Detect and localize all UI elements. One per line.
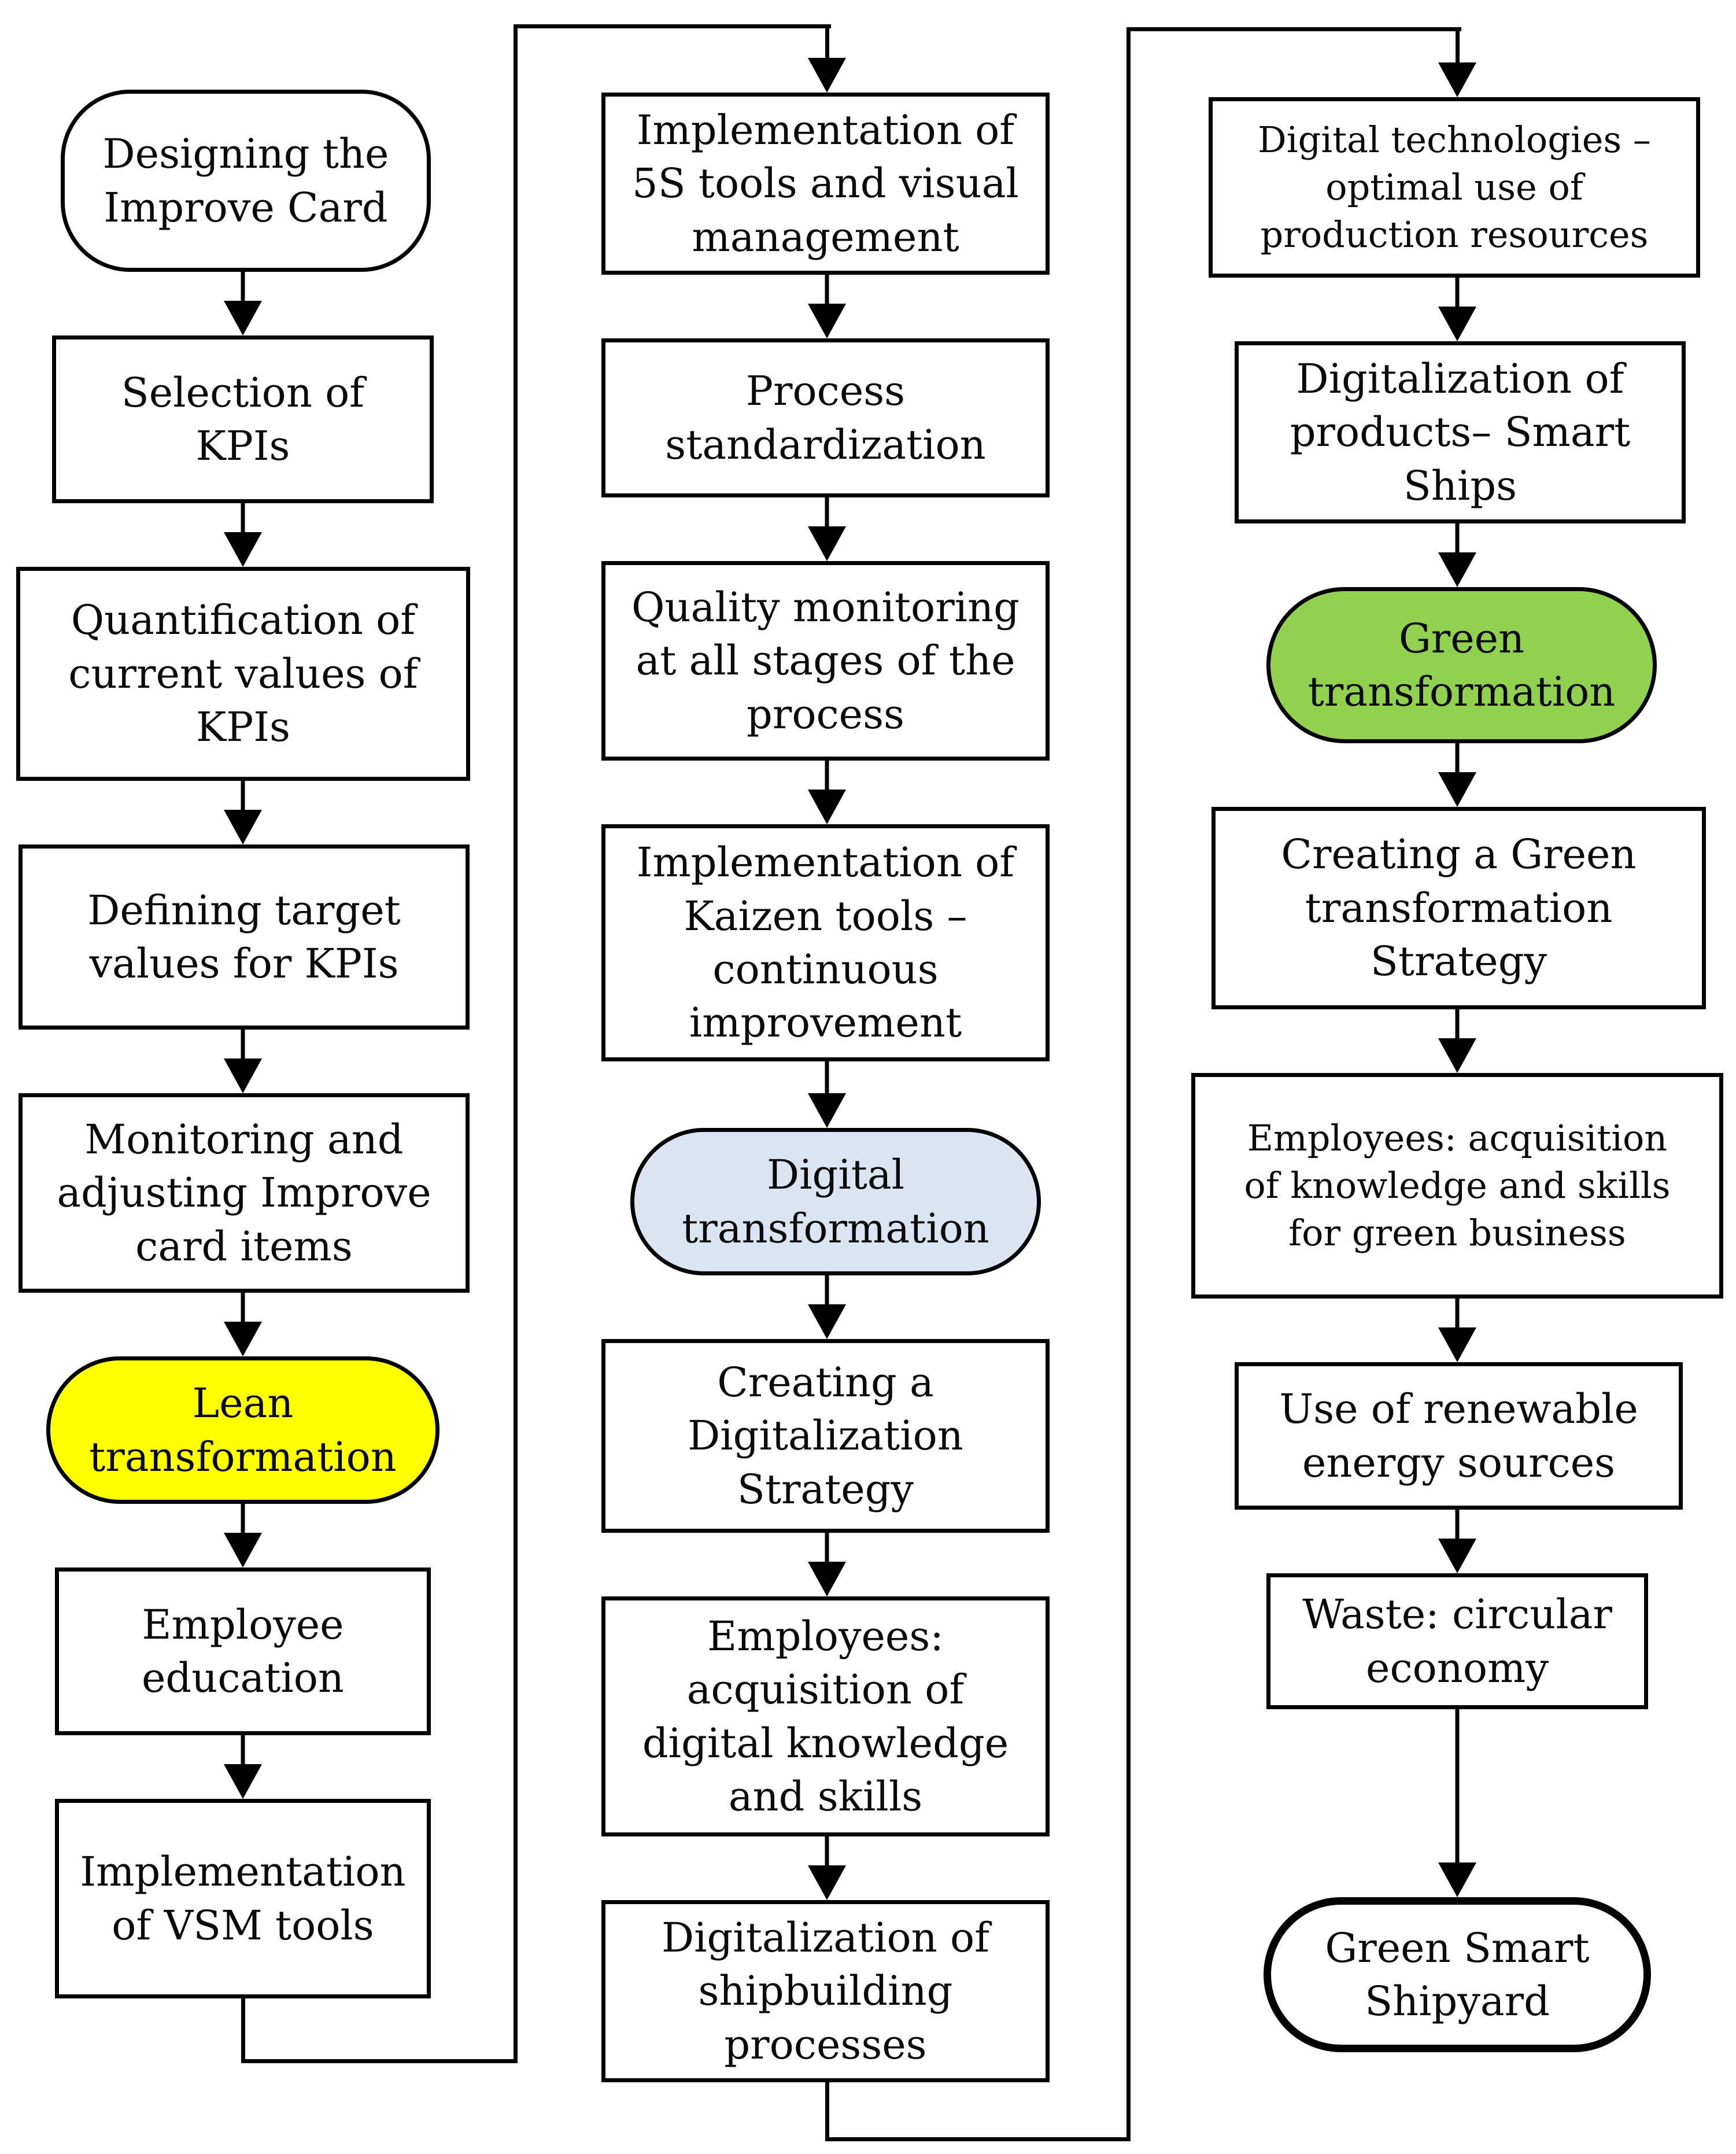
flow-arrow xyxy=(1438,523,1476,587)
node-digitalization-of-shipbuilding-processes: Digitalization of shipbuilding processes xyxy=(601,1900,1050,2082)
flow-arrow xyxy=(808,497,846,561)
flow-arrow xyxy=(224,781,262,844)
node-digital-transformation: Digital transformation xyxy=(630,1128,1041,1275)
flow-arrow xyxy=(1438,278,1476,341)
node-digitalization-of-products-smart-ships: Digitalization of products– Smart Ships xyxy=(1235,341,1686,523)
node-digital-technologies-optimal-use: Digital technologies – optimal use of pr… xyxy=(1209,97,1700,278)
flow-arrow xyxy=(808,761,846,824)
connector-line xyxy=(1126,27,1461,31)
connector-line xyxy=(514,24,831,28)
node-green-smart-shipyard: Green Smart Shipyard xyxy=(1264,1897,1651,2052)
flow-arrow xyxy=(808,1533,846,1596)
node-employees-digital-knowledge-skills: Employees: acquisition of digital knowle… xyxy=(601,1596,1050,1836)
node-employee-education: Employee education xyxy=(55,1567,431,1735)
connector-line xyxy=(825,24,829,64)
flow-arrow xyxy=(1438,1510,1476,1573)
connector-line xyxy=(514,24,518,2063)
node-implementation-of-5s-tools: Implementation of 5S tools and visual ma… xyxy=(601,93,1050,275)
flow-arrow xyxy=(224,1504,262,1567)
connector-line xyxy=(825,2082,829,2141)
flow-arrow xyxy=(1438,1009,1476,1073)
node-selection-of-kpis: Selection of KPIs xyxy=(52,335,434,503)
node-designing-improve-card: Designing the Improve Card xyxy=(61,90,431,272)
flow-arrow xyxy=(1438,1299,1476,1362)
node-quantification-of-current-values-of-kpis: Quantification of current values of KPIs xyxy=(16,567,470,781)
node-creating-digitalization-strategy: Creating a Digitalization Strategy xyxy=(601,1339,1050,1533)
flow-arrow xyxy=(1438,743,1476,807)
connector-line xyxy=(1126,27,1131,2141)
arrowhead-icon xyxy=(808,58,846,93)
flow-arrow xyxy=(224,1293,262,1356)
flow-arrow xyxy=(224,1030,262,1093)
flow-arrow xyxy=(224,1735,262,1799)
flow-arrow xyxy=(224,503,262,567)
connector-line xyxy=(241,1998,245,2063)
connector-line xyxy=(825,2137,1131,2141)
arrowhead-icon xyxy=(1438,62,1476,97)
node-monitoring-adjusting-improve-card-items: Monitoring and adjusting Improve card it… xyxy=(19,1093,470,1293)
node-creating-green-transformation-strategy: Creating a Green transformation Strategy xyxy=(1211,807,1706,1009)
flow-arrow xyxy=(224,272,262,335)
flow-arrow xyxy=(808,1836,846,1900)
node-implementation-of-kaizen-tools: Implementation of Kaizen tools – continu… xyxy=(601,824,1050,1061)
connector-line xyxy=(241,2059,518,2063)
node-process-standardization: Process standardization xyxy=(601,338,1050,497)
node-quality-monitoring-all-stages: Quality monitoring at all stages of the … xyxy=(601,561,1050,761)
flow-arrow xyxy=(808,1061,846,1128)
node-waste-circular-economy: Waste: circular economy xyxy=(1266,1573,1648,1709)
node-employees-green-knowledge-skills: Employees: acquisition of knowledge and … xyxy=(1191,1073,1723,1299)
node-use-of-renewable-energy-sources: Use of renewable energy sources xyxy=(1235,1362,1683,1510)
node-lean-transformation: Lean transformation xyxy=(46,1356,439,1504)
node-green-transformation: Green transformation xyxy=(1266,587,1657,743)
node-implementation-of-vsm-tools: Implementation of VSM tools xyxy=(55,1799,431,1998)
flow-arrow xyxy=(808,275,846,338)
flow-arrow xyxy=(808,1275,846,1339)
flow-arrow xyxy=(1438,1709,1476,1897)
connector-line xyxy=(1456,27,1460,62)
node-defining-target-values-for-kpis: Defining target values for KPIs xyxy=(19,844,470,1030)
